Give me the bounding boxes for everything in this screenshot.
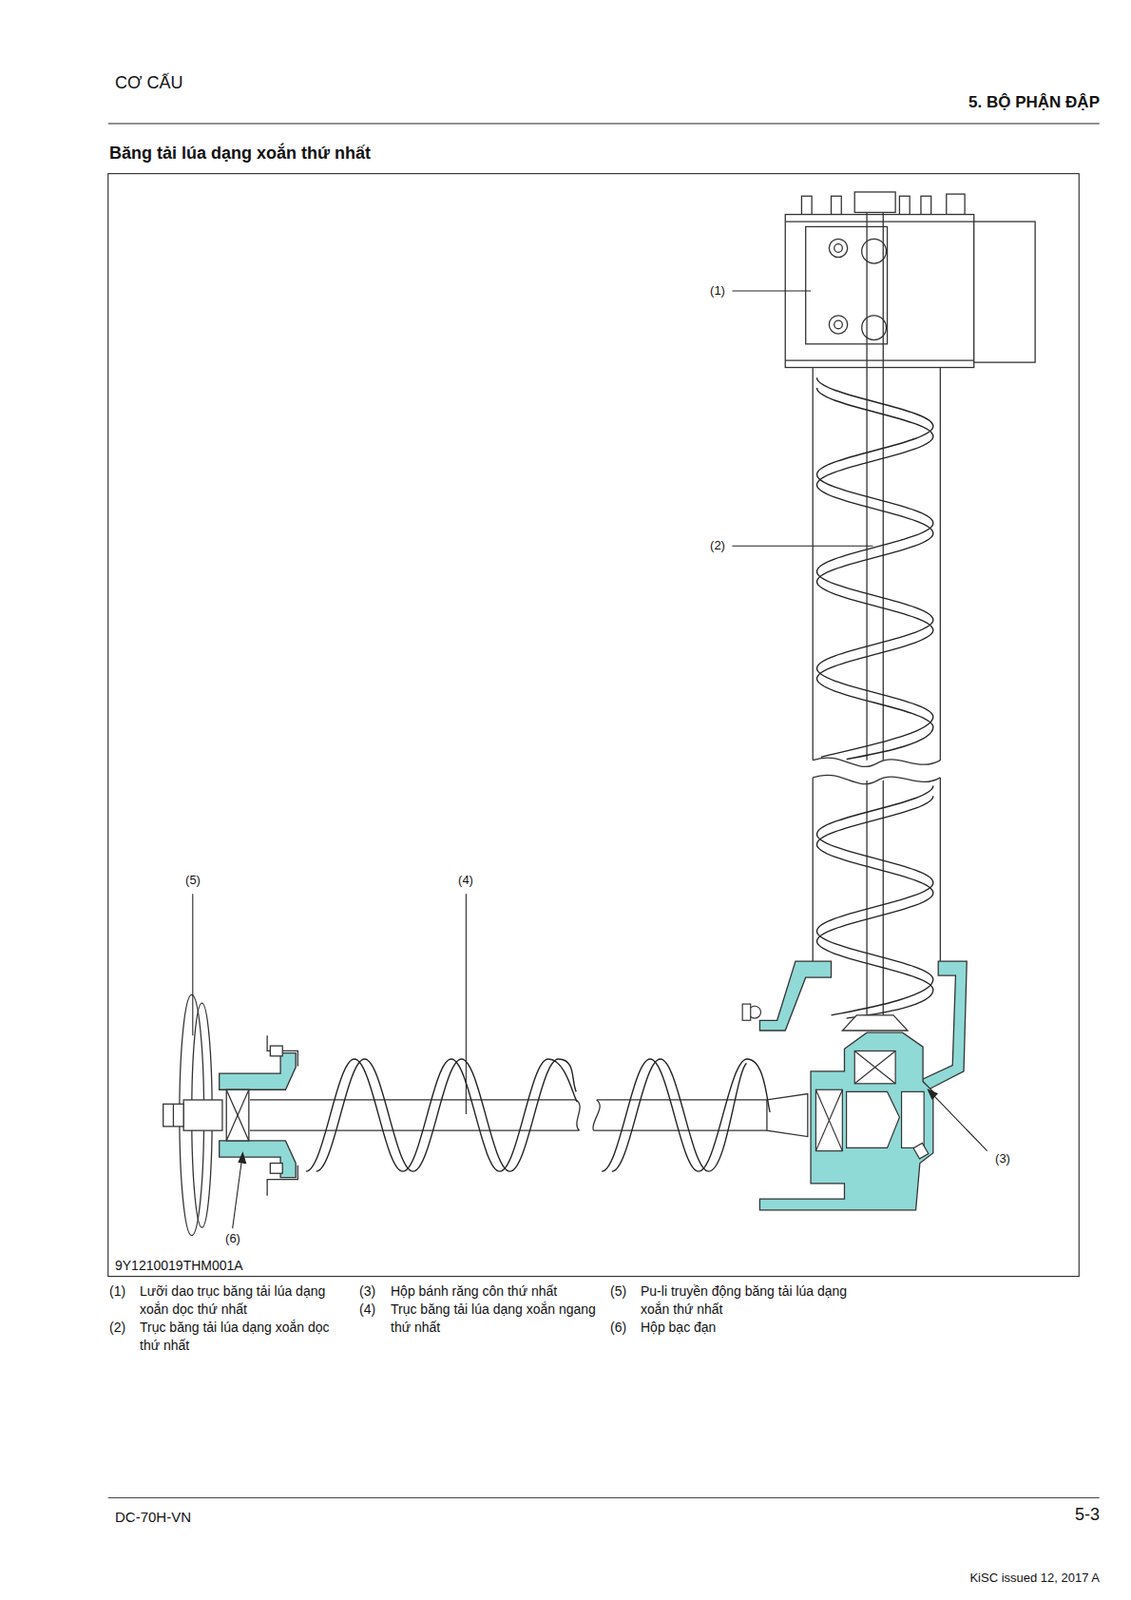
- callout-number: (5): [173, 870, 212, 889]
- section-title: Băng tải lúa dạng xoắn thứ nhất: [109, 144, 371, 163]
- legend-text: Pu-li truyền động băng tải lúa dạng xoắn…: [640, 1282, 879, 1319]
- legend-number: (3): [359, 1282, 390, 1301]
- gearbox-housing: [219, 960, 968, 1210]
- legend-text: Trục băng tải lúa dạng xoắn dọc thứ nhất: [139, 1318, 347, 1355]
- callout-number: (2): [698, 536, 737, 555]
- vertical-auger: [785, 191, 1036, 1031]
- legend-number: (4): [359, 1300, 390, 1319]
- legend-text: Trục băng tải lúa dạng xoắn ngang thứ nh…: [390, 1300, 605, 1337]
- figure-code: 9Y1210019THM001A: [115, 1256, 401, 1275]
- callout-number: (3): [983, 1149, 1022, 1168]
- footer-model: DC-70H-VN: [115, 1507, 401, 1526]
- legend-number: (1): [109, 1282, 140, 1301]
- callout-number: (4): [446, 870, 485, 889]
- callout-number: (1): [698, 281, 737, 300]
- footer-rule: [108, 1496, 1100, 1498]
- header-rule: [108, 123, 1100, 125]
- figure-frame: [108, 173, 1080, 1277]
- gear-internals: [742, 1003, 929, 1159]
- legend-number: (2): [109, 1318, 140, 1337]
- header-chapter: CƠ CẤU: [115, 74, 401, 93]
- legend-text: Hộp bạc đạn: [640, 1318, 879, 1337]
- header-section: 5. BỘ PHẬN ĐẬP: [719, 93, 1100, 112]
- issue-note: KiSC issued 12, 2017 A: [814, 1568, 1100, 1587]
- legend-text: Hộp bánh răng côn thứ nhất: [390, 1282, 605, 1301]
- horizontal-auger: [163, 994, 808, 1235]
- callout-number: (6): [213, 1228, 252, 1247]
- legend-text: Lưỡi dao trục băng tải lúa dạng xoắn dọc…: [139, 1282, 347, 1319]
- leader-lines: [192, 290, 988, 1228]
- legend-number: (6): [610, 1318, 641, 1337]
- legend-number: (5): [610, 1282, 641, 1301]
- page-number: 5-3: [909, 1505, 1100, 1524]
